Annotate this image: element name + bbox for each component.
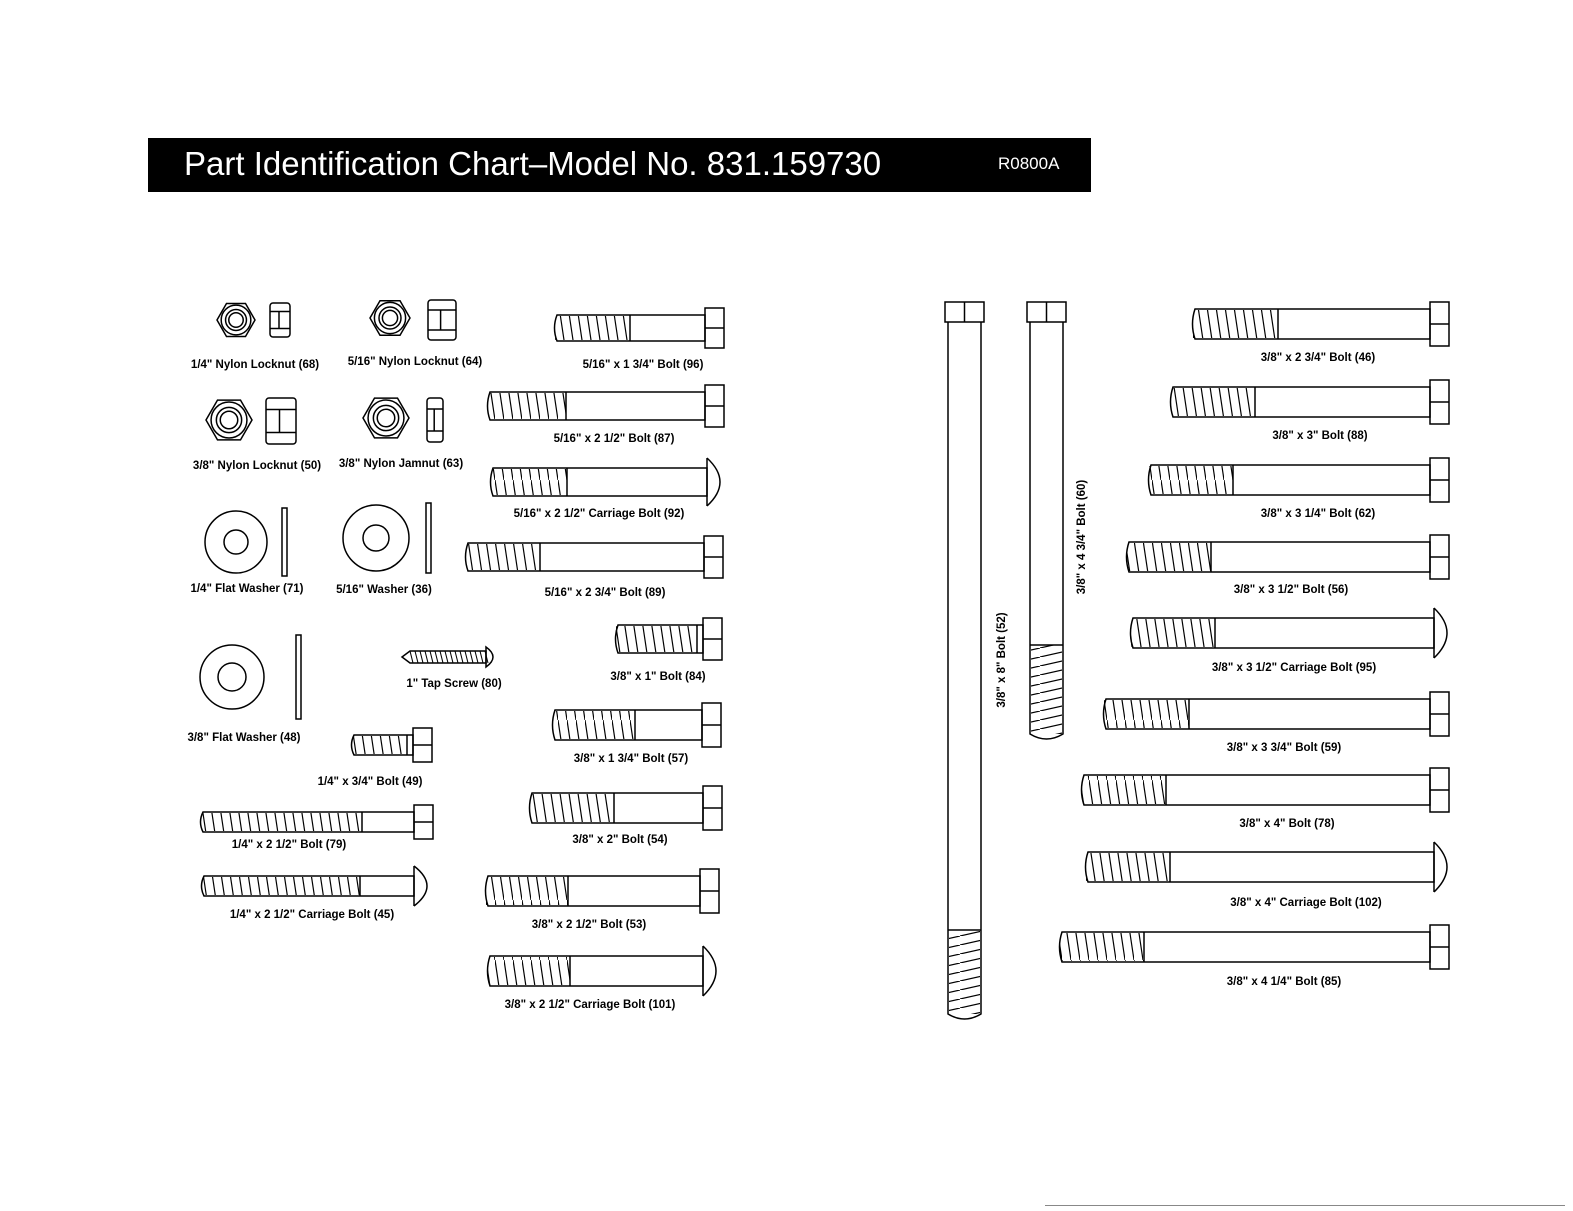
page-title: Part Identification Chart–Model No. 831.… [184, 145, 882, 182]
document-code: R0800A [998, 154, 1060, 173]
p54-label: 3/8" x 2" Bolt (54) [572, 834, 667, 846]
p46-label: 3/8" x 2 3/4" Bolt (46) [1261, 352, 1376, 364]
p64-drawing [369, 299, 457, 341]
p54-drawing [528, 785, 723, 831]
p45-drawing [200, 865, 428, 907]
p92-label: 5/16" x 2 1/2" Carriage Bolt (92) [514, 508, 685, 520]
p48-label: 3/8" Flat Washer (48) [187, 732, 300, 744]
p36-drawing [342, 502, 432, 574]
p46-drawing [1191, 301, 1450, 347]
p85-drawing [1058, 924, 1450, 970]
p62-drawing [1147, 457, 1450, 503]
p88-drawing [1169, 379, 1450, 425]
p50-drawing [205, 397, 297, 445]
p102-drawing [1084, 841, 1448, 893]
p84-label: 3/8" x 1" Bolt (84) [610, 671, 705, 683]
p63-label: 3/8" Nylon Jamnut (63) [339, 458, 463, 470]
p92-drawing [489, 457, 721, 507]
p68-label: 1/4" Nylon Locknut (68) [191, 359, 319, 371]
p96-drawing [553, 307, 725, 349]
p102-label: 3/8" x 4" Carriage Bolt (102) [1230, 897, 1382, 909]
p87-drawing [486, 384, 725, 428]
p88-label: 3/8" x 3" Bolt (88) [1272, 430, 1367, 442]
title-bar: Part Identification Chart–Model No. 831.… [148, 138, 1091, 192]
p50-label: 3/8" Nylon Locknut (50) [193, 460, 321, 472]
p95-drawing [1129, 607, 1448, 659]
p62-label: 3/8" x 3 1/4" Bolt (62) [1261, 508, 1376, 520]
p64-label: 5/16" Nylon Locknut (64) [348, 356, 483, 368]
p80-label: 1" Tap Screw (80) [406, 678, 502, 690]
p56-label: 3/8" x 3 1/2" Bolt (56) [1234, 584, 1349, 596]
p45-label: 1/4" x 2 1/2" Carriage Bolt (45) [230, 909, 394, 921]
p53-drawing [484, 868, 720, 914]
p101-drawing [486, 945, 717, 997]
p78-drawing [1080, 767, 1450, 813]
p79-label: 1/4" x 2 1/2" Bolt (79) [232, 839, 347, 851]
p89-drawing [464, 535, 724, 579]
p68-drawing [216, 302, 291, 338]
p53-label: 3/8" x 2 1/2" Bolt (53) [532, 919, 647, 931]
bottom-rule [1045, 1205, 1565, 1206]
p60-label: 3/8" x 4 3/4" Bolt (60) [1076, 480, 1088, 595]
p89-label: 5/16" x 2 3/4" Bolt (89) [545, 587, 666, 599]
p85-label: 3/8" x 4 1/4" Bolt (85) [1227, 976, 1342, 988]
p52-label: 3/8" x 8" Bolt (52) [996, 612, 1008, 707]
p78-label: 3/8" x 4" Bolt (78) [1239, 818, 1334, 830]
p63-drawing [362, 397, 444, 443]
p57-drawing [551, 702, 722, 748]
p56-drawing [1125, 534, 1450, 580]
p96-label: 5/16" x 1 3/4" Bolt (96) [583, 359, 704, 371]
p87-label: 5/16" x 2 1/2" Bolt (87) [554, 433, 675, 445]
p80-drawing [400, 645, 494, 669]
p101-label: 3/8" x 2 1/2" Carriage Bolt (101) [505, 999, 676, 1011]
p95-label: 3/8" x 3 1/2" Carriage Bolt (95) [1212, 662, 1376, 674]
p60-drawing [1026, 301, 1067, 740]
p49-label: 1/4" x 3/4" Bolt (49) [318, 776, 423, 788]
p59-label: 3/8" x 3 3/4" Bolt (59) [1227, 742, 1342, 754]
p79-drawing [199, 804, 434, 840]
p57-label: 3/8" x 1 3/4" Bolt (57) [574, 753, 689, 765]
p52-drawing [944, 301, 985, 1020]
p71-drawing [204, 507, 288, 577]
p48-drawing [199, 634, 302, 720]
p84-drawing [614, 617, 723, 661]
p36-label: 5/16" Washer (36) [336, 584, 432, 596]
p59-drawing [1102, 691, 1450, 737]
p49-drawing [350, 727, 433, 763]
p71-label: 1/4" Flat Washer (71) [190, 583, 303, 595]
